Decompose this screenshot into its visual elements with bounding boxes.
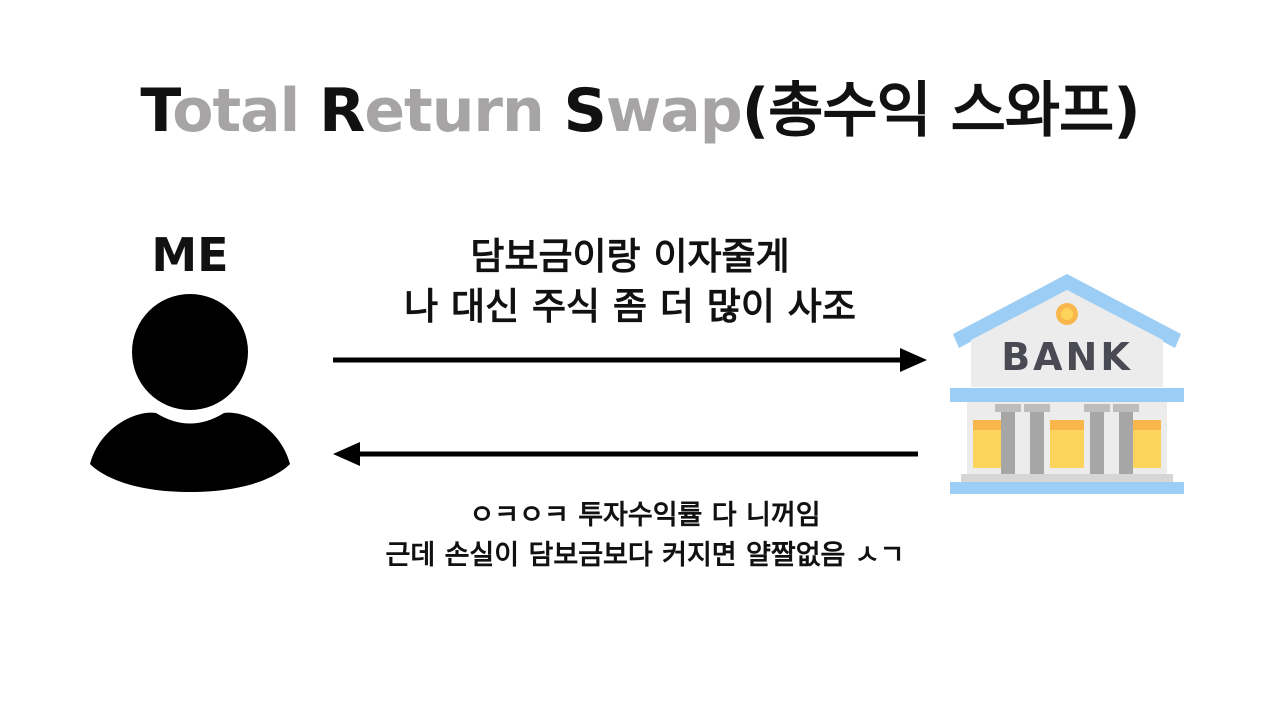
message-to-bank-line2: 나 대신 주식 좀 더 많이 사조	[404, 285, 856, 328]
title-part: R	[319, 76, 365, 146]
bank-step	[961, 474, 1173, 482]
title-part: (총수익 스와프)	[741, 76, 1141, 146]
bank-pediment	[971, 290, 1163, 387]
title-part: wap	[605, 76, 743, 146]
bank-column	[1030, 408, 1044, 474]
page-title: Total Return Swap(총수익 스와프)	[0, 62, 1280, 149]
bank-base	[950, 482, 1184, 494]
bank-column	[1090, 408, 1104, 474]
person-icon	[90, 294, 290, 492]
title-part: eturn	[364, 76, 564, 146]
message-from-bank: ㅇㅋㅇㅋ 투자수익률 다 니꺼임 근데 손실이 담보금보다 커지면 얄짤없음 ㅅ…	[270, 496, 1020, 576]
bank-column	[1119, 408, 1133, 474]
me-label: ME	[151, 228, 229, 282]
title-part: S	[563, 76, 607, 146]
title-part: T	[140, 76, 173, 146]
bank-icon: BANK	[950, 274, 1184, 494]
bank-label: BANK	[1001, 335, 1133, 379]
bank-beam	[950, 388, 1184, 402]
bank-column	[1001, 408, 1015, 474]
message-to-bank-line1: 담보금이랑 이자줄게	[470, 235, 790, 278]
message-to-bank: 담보금이랑 이자줄게 나 대신 주식 좀 더 많이 사조	[320, 232, 940, 332]
bank-roof	[953, 274, 1181, 348]
message-from-bank-line1: ㅇㅋㅇㅋ 투자수익률 다 니꺼임	[469, 500, 821, 531]
title-part: otal	[172, 76, 320, 146]
arrow-left-icon	[333, 442, 918, 466]
arrow-right-icon	[333, 348, 927, 372]
message-from-bank-line2: 근데 손실이 담보금보다 커지면 얄짤없음 ㅅㄱ	[385, 540, 905, 571]
